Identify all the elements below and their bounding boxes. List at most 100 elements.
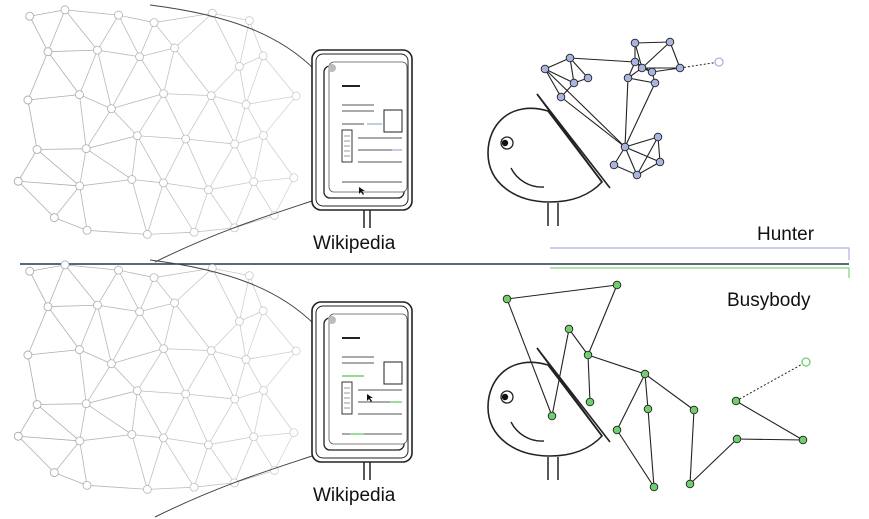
network-node [82, 225, 92, 235]
network-node [258, 306, 268, 316]
graph-edge [636, 136, 659, 176]
graph-node [569, 78, 579, 88]
graph-edge [544, 68, 575, 84]
network-node [289, 173, 299, 183]
graph-node [620, 142, 630, 152]
network-node [60, 5, 70, 15]
funnel-edge [149, 259, 316, 326]
busybody-graph [502, 280, 811, 492]
style-label: Hunter [757, 224, 815, 245]
graph-edge [636, 161, 661, 176]
graph-node [731, 396, 741, 406]
wiki-network-icon [13, 259, 316, 518]
network-node [114, 265, 123, 275]
graph-node [665, 37, 675, 47]
network-node [207, 263, 217, 273]
network-node [269, 211, 279, 220]
network-node [203, 185, 213, 195]
network-node [49, 468, 59, 478]
network-node [132, 131, 142, 141]
network-node [207, 8, 217, 18]
graph-edge [624, 146, 638, 176]
network-node [13, 176, 23, 186]
graph-node [502, 294, 512, 304]
tablet-icon [311, 301, 413, 480]
graph-node [655, 157, 665, 167]
graph-edge [735, 400, 804, 441]
graph-node [612, 280, 622, 290]
network-node [291, 91, 301, 101]
network-node [75, 181, 85, 191]
network-node [106, 359, 116, 369]
graph-edge [689, 438, 738, 485]
network-node [106, 104, 116, 114]
network-node [149, 18, 159, 28]
cursor-icon [359, 187, 365, 195]
network-node [127, 175, 137, 184]
graph-edge [634, 41, 671, 44]
graph-edge [624, 77, 629, 148]
graph-edge [624, 82, 656, 148]
network-node [60, 260, 70, 270]
network-node [206, 346, 216, 356]
graph-edge [627, 77, 656, 84]
source-label: Wikipedia [313, 485, 396, 506]
style-label: Busybody [727, 290, 811, 311]
graph-node [649, 482, 659, 492]
graph-node [547, 411, 557, 421]
network-node [289, 428, 299, 438]
source-label: Wikipedia [313, 233, 396, 254]
network-node [158, 178, 168, 188]
network-node [93, 45, 102, 55]
network-node [43, 47, 53, 57]
graph-edge [544, 68, 562, 98]
cursor-icon [367, 394, 373, 402]
graph-edge [506, 298, 553, 417]
graph-edge [647, 408, 655, 488]
network-node [32, 145, 42, 154]
network-node [25, 11, 35, 21]
network-node [135, 307, 145, 317]
network-node [244, 271, 254, 281]
network-node [269, 466, 279, 475]
network-node [259, 386, 268, 395]
graph-node [640, 369, 650, 379]
network-node [25, 266, 35, 276]
network-node [93, 300, 102, 310]
network-node [159, 344, 169, 354]
graph-node [653, 132, 663, 142]
network-node [49, 213, 59, 223]
bottom-divider [550, 267, 850, 278]
network-node [149, 273, 159, 283]
network-node [127, 430, 137, 439]
network-node [230, 394, 240, 404]
network-node [43, 302, 53, 312]
graph-edge [569, 57, 636, 63]
curious-creature-icon [487, 347, 611, 480]
bottom-panel: Busybody [13, 259, 850, 518]
graph-node-pending [801, 357, 811, 367]
graph-node [675, 63, 685, 73]
network-node [234, 61, 244, 71]
graph-edge [624, 136, 659, 148]
graph-node [647, 67, 657, 77]
network-node [75, 90, 84, 100]
network-node [206, 91, 216, 101]
network-node [203, 440, 213, 450]
network-node [142, 484, 152, 494]
graph-node [612, 425, 622, 435]
network-node [258, 51, 268, 61]
graph-edge [551, 328, 570, 417]
graph-node [565, 53, 575, 63]
hunter-graph [540, 37, 724, 180]
network-node [189, 482, 199, 492]
graph-node [564, 324, 574, 334]
graph-edge [616, 429, 655, 488]
network-node [75, 345, 84, 355]
graph-node-pending [714, 57, 724, 67]
graph-node [583, 350, 593, 360]
graph-edge [736, 438, 804, 441]
graph-node [643, 404, 653, 414]
network-node [230, 139, 240, 149]
